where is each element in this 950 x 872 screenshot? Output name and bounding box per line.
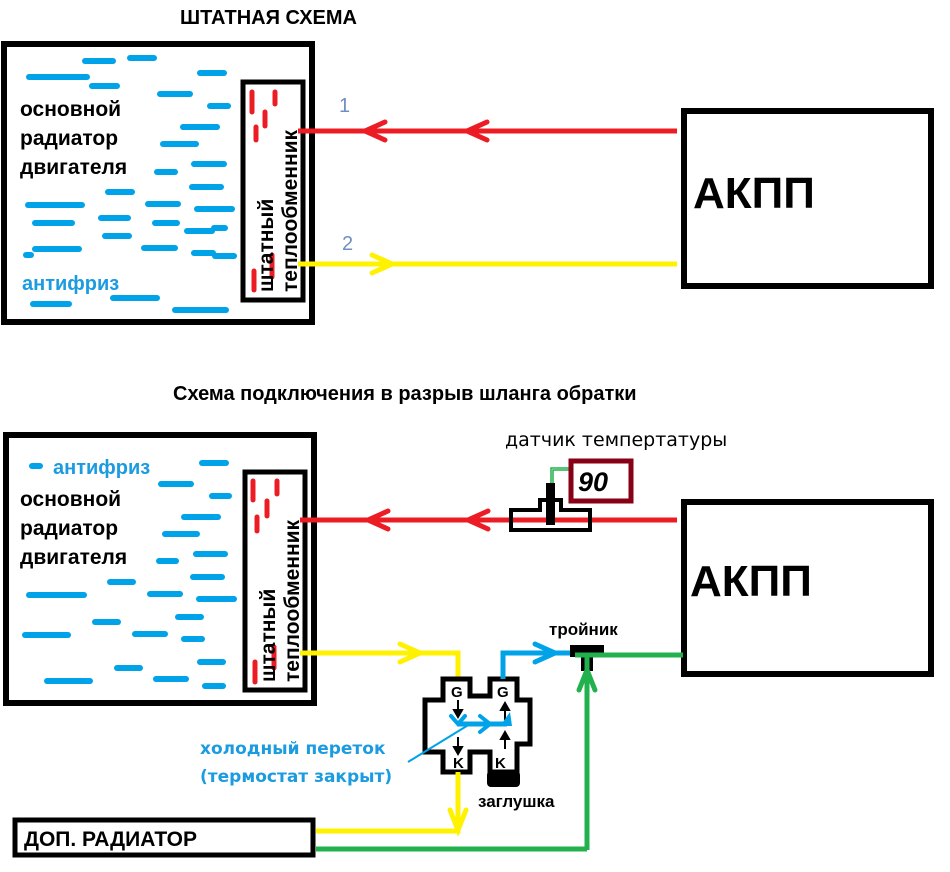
thermostat-port-g-out: G bbox=[497, 684, 509, 701]
cold-flow-pointer bbox=[407, 723, 471, 763]
top-radiator-label-line3: двигателя bbox=[20, 156, 127, 179]
thermostat-to-tee-line bbox=[500, 650, 575, 679]
top-heat-exchanger-label-line2: теплообменник bbox=[279, 129, 302, 292]
top-main-radiator bbox=[1, 41, 315, 325]
cold-bypass-flow bbox=[449, 712, 512, 734]
extra-radiator-box bbox=[12, 817, 316, 858]
bottom-heat-exchanger-dashes bbox=[250, 478, 280, 685]
bottom-return-to-thermostat bbox=[300, 650, 461, 680]
top-line2-number: 2 bbox=[342, 233, 353, 255]
thermostat-flow-arrows bbox=[452, 700, 511, 757]
bottom-radiator-label-line3: двигателя bbox=[20, 546, 127, 569]
bottom-radiator-label-line2: радиатор bbox=[20, 517, 118, 540]
cold-bypass-arrow bbox=[478, 714, 494, 734]
top-line1-arrow-left bbox=[460, 119, 490, 143]
top-heat-exchanger-label: штатный bbox=[255, 199, 278, 292]
arrow-up-icon bbox=[499, 700, 511, 711]
top-line1-arrow-left bbox=[358, 119, 388, 143]
top-transmission-label: АКПП bbox=[693, 169, 815, 218]
sensor-value: 90 bbox=[578, 467, 608, 497]
arrow-up-icon bbox=[499, 729, 511, 740]
top-antifreeze-label: антифриз bbox=[22, 273, 119, 295]
top-transmission-box bbox=[681, 108, 934, 289]
arrow-down-icon bbox=[452, 746, 464, 757]
sensor-label: датчик темпертатуры bbox=[505, 429, 727, 451]
bottom-radiator-label-line1: основной bbox=[20, 488, 121, 511]
tee-label: тройник bbox=[549, 620, 618, 639]
extra-radiator-label: ДОП. РАДИАТОР bbox=[24, 828, 197, 851]
top-radiator-label-line1: основной bbox=[20, 98, 121, 121]
thermostat-plug bbox=[487, 771, 520, 787]
top-heat-exchanger-label-group2: теплообменник bbox=[279, 129, 302, 292]
bottom-heat-exchanger-label-line2: теплообменник bbox=[281, 519, 304, 682]
sensor-probe bbox=[546, 483, 555, 525]
bottom-transmission-box bbox=[681, 499, 934, 677]
arrow-down-icon bbox=[452, 709, 464, 720]
sensor-wire bbox=[552, 469, 572, 483]
bottom-heat-exchanger-label: штатный bbox=[257, 589, 280, 682]
cold-bypass-arrowhead bbox=[500, 712, 512, 726]
extra-radiator-to-tee-arrow bbox=[576, 663, 598, 693]
bottom-return-arrow-right bbox=[397, 641, 427, 665]
cold-flow-label-line1: холодный переток bbox=[200, 739, 386, 759]
thermostat-port-k-plugged: K bbox=[495, 755, 506, 772]
sensor-wire bbox=[550, 467, 572, 483]
bottom-antifreeze-label: антифриз bbox=[53, 457, 150, 479]
top-heat-exchanger-dashes bbox=[249, 89, 278, 293]
top-antifreeze-dashes bbox=[23, 55, 237, 313]
bottom-antifreeze-dashes bbox=[22, 460, 237, 689]
plug-label: заглушка bbox=[478, 792, 555, 811]
sensor-fitting bbox=[509, 498, 592, 532]
thermostat-to-tee-arrow bbox=[532, 641, 562, 665]
sensor-display bbox=[568, 458, 634, 504]
bottom-heat-exchanger-label-group2: теплообменник bbox=[281, 519, 304, 682]
bottom-hot-arrow-left bbox=[461, 508, 491, 532]
top-radiator-label-line2: радиатор bbox=[20, 127, 118, 150]
bottom-hot-arrow-left bbox=[361, 508, 391, 532]
bottom-transmission-label: АКПП bbox=[690, 557, 812, 606]
bottom-main-radiator bbox=[3, 432, 317, 706]
thermostat-to-extra-radiator-arrow bbox=[447, 807, 469, 837]
thermostat-port-g-in: G bbox=[451, 684, 463, 701]
top-line2-arrow-right bbox=[369, 252, 399, 276]
top-line1-number: 1 bbox=[339, 95, 350, 117]
top-title: ШТАТНАЯ СХЕМА bbox=[180, 7, 357, 29]
top-heat-exchanger-label-line1: штатный bbox=[255, 199, 278, 292]
cold-flow-label-line2: (термостат закрыт) bbox=[200, 767, 392, 787]
thermostat-port-k-out: K bbox=[453, 755, 464, 772]
bottom-heat-exchanger-label-line1: штатный bbox=[257, 589, 280, 682]
bottom-title: Схема подключения в разрыв шланга обратк… bbox=[173, 383, 637, 405]
